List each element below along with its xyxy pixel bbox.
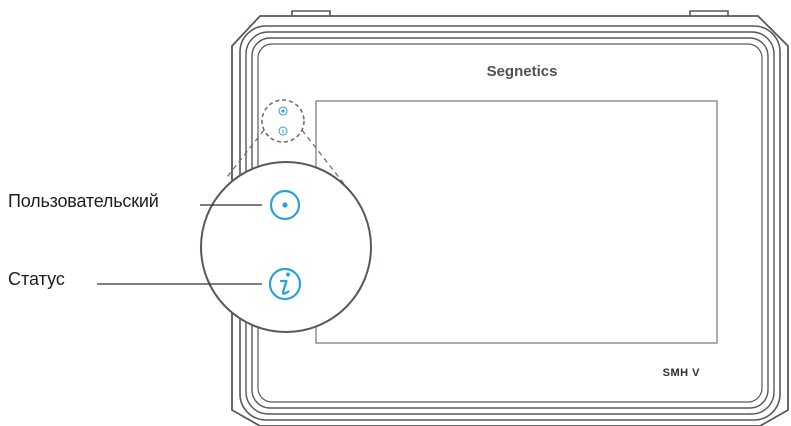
device-indicator-group [261,99,305,143]
user-indicator-icon [269,189,301,221]
device-model-label: SMH V [662,367,700,379]
indicator-zoom-circle [261,99,305,143]
device-top-tabs [291,10,729,16]
magnifier-projection-lines [226,129,349,190]
callout-label-user: Пользовательский [8,191,159,211]
device-status-indicator-icon [278,126,288,136]
device-user-indicator-icon [278,106,288,116]
status-info-icon [268,267,302,301]
magnified-indicator-view [200,161,372,333]
device-outer-edge [231,15,789,426]
device-brand-logo: Segnetics [486,63,558,80]
display-screen [315,100,718,344]
callout-label-status: Статус [8,269,65,289]
